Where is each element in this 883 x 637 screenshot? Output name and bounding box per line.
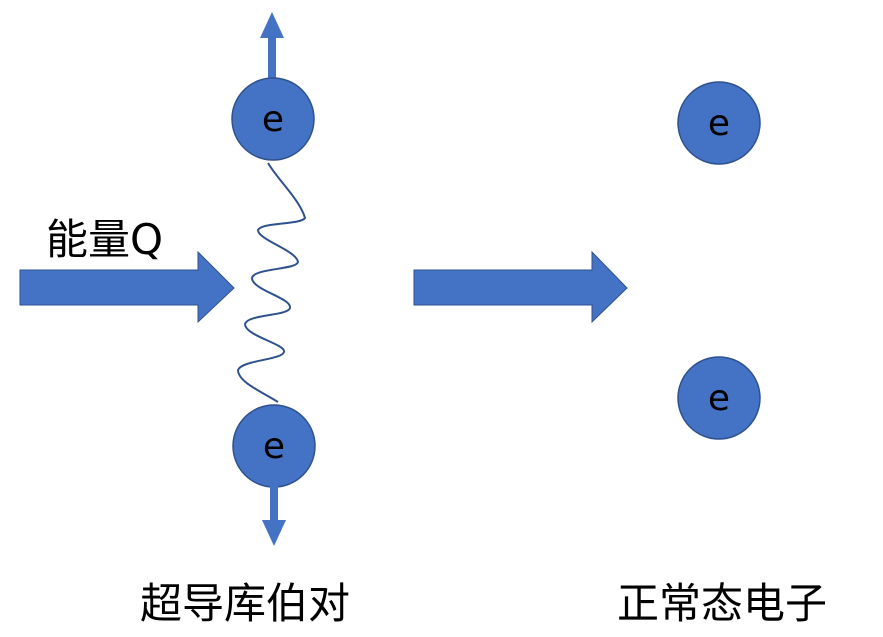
spin-down-arrow	[262, 486, 286, 546]
electron-label: e	[708, 378, 730, 419]
cooper-electron-bottom: e	[232, 404, 316, 488]
normal-electron-top: e	[677, 81, 761, 165]
transition-arrow	[413, 250, 628, 324]
cooper-electron-top: e	[231, 77, 315, 161]
electron-label: e	[708, 103, 730, 144]
cooper-pair-caption: 超导库伯对	[140, 579, 351, 628]
normal-electron-bottom: e	[677, 356, 761, 440]
spin-up-arrow	[260, 12, 284, 84]
cooper-pair-bond	[236, 162, 307, 403]
electron-label: e	[262, 99, 284, 140]
energy-input-arrow	[19, 250, 235, 324]
electron-label: e	[263, 426, 285, 467]
normal-electrons-caption: 正常态电子	[617, 579, 828, 628]
energy-label: 能量Q	[46, 215, 164, 264]
